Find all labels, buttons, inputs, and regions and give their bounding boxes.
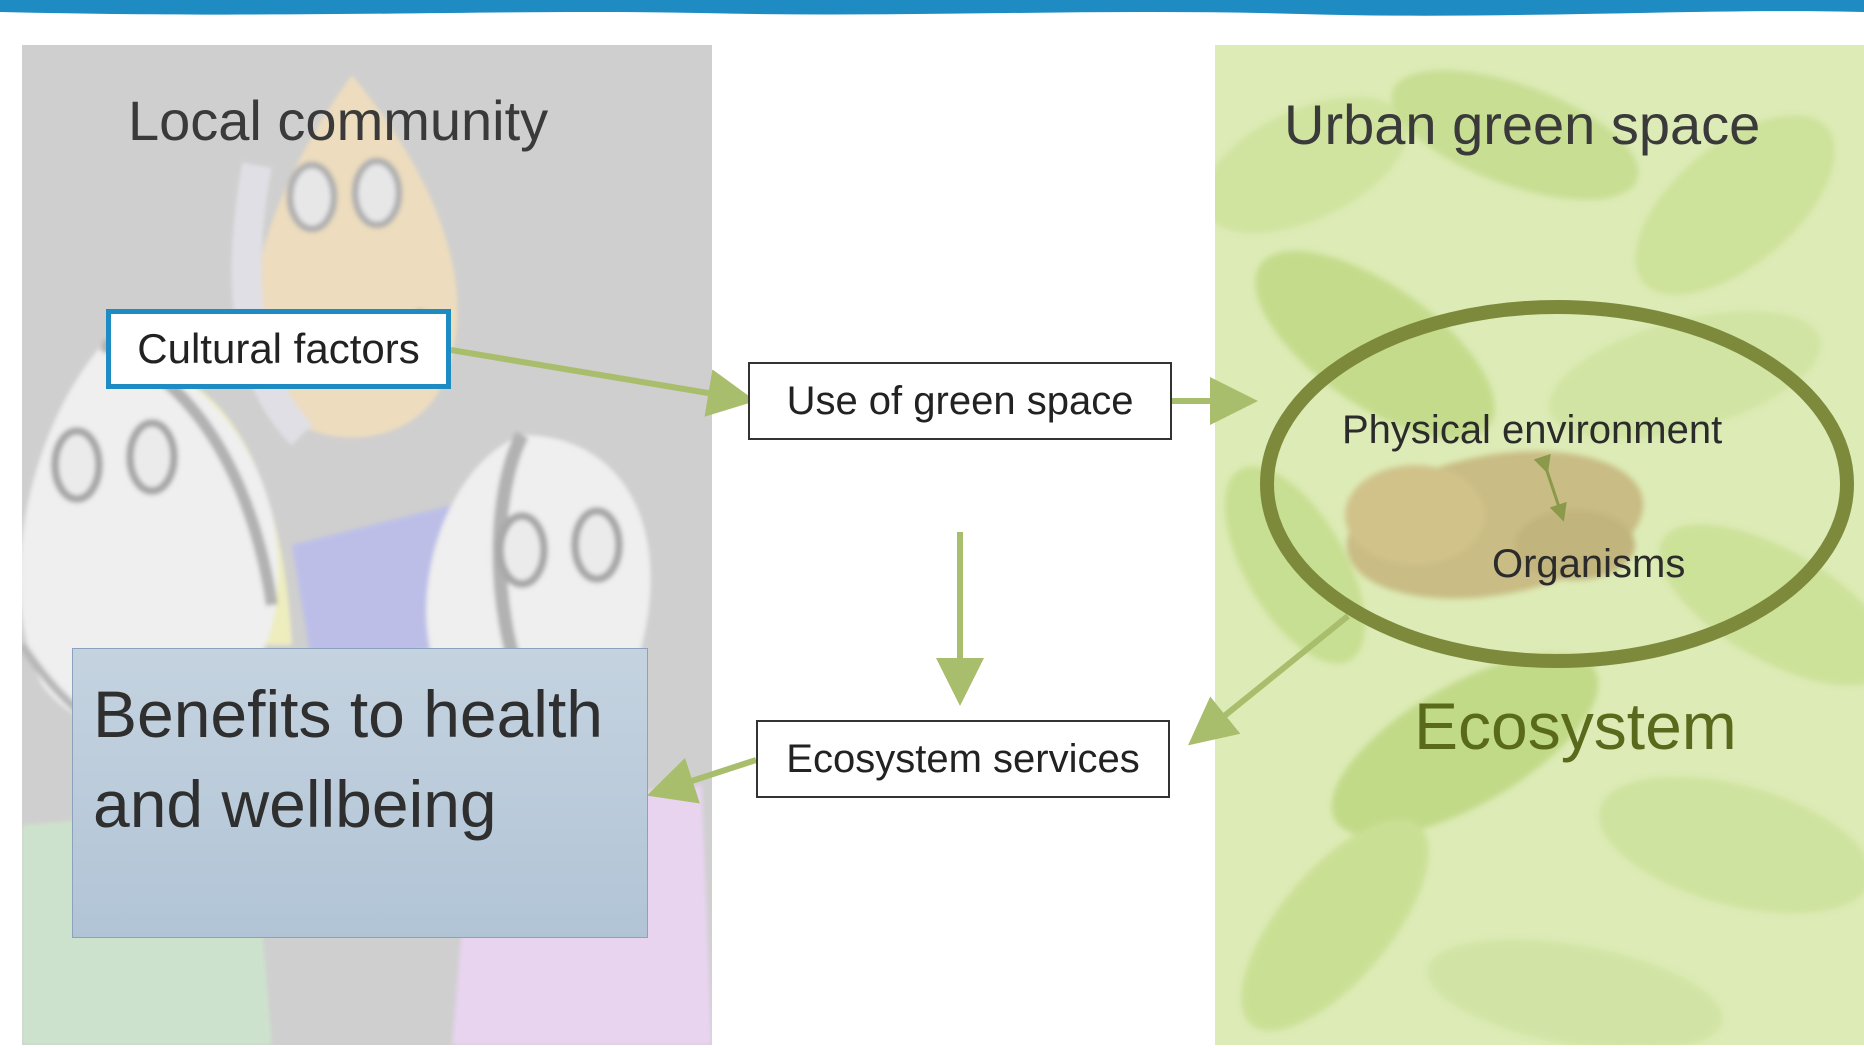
header-band — [0, 0, 1864, 16]
local-community-title: Local community — [128, 89, 549, 152]
use-of-green-space-box: Use of green space — [748, 362, 1172, 440]
cultural-factors-box: Cultural factors — [106, 309, 451, 389]
arrow-physical-organisms — [1533, 453, 1567, 522]
ecosystem-ellipse — [1260, 300, 1854, 668]
urban-green-space-title: Urban green space — [1284, 93, 1761, 156]
benefits-box: Benefits to health and wellbeing — [72, 648, 648, 938]
physical-environment-label: Physical environment — [1342, 408, 1723, 452]
green-leaves-photo — [1215, 45, 1864, 1045]
ecosystem-services-box: Ecosystem services — [756, 720, 1170, 798]
ecosystem-label: Ecosystem — [1414, 689, 1737, 763]
arrow-ecosystem-to-services — [1188, 613, 1350, 746]
toad-photo — [1345, 451, 1644, 599]
arrow-cultural-to-use — [450, 347, 756, 417]
organisms-label: Organisms — [1492, 542, 1686, 586]
arrow-services-to-benefits — [646, 757, 757, 804]
